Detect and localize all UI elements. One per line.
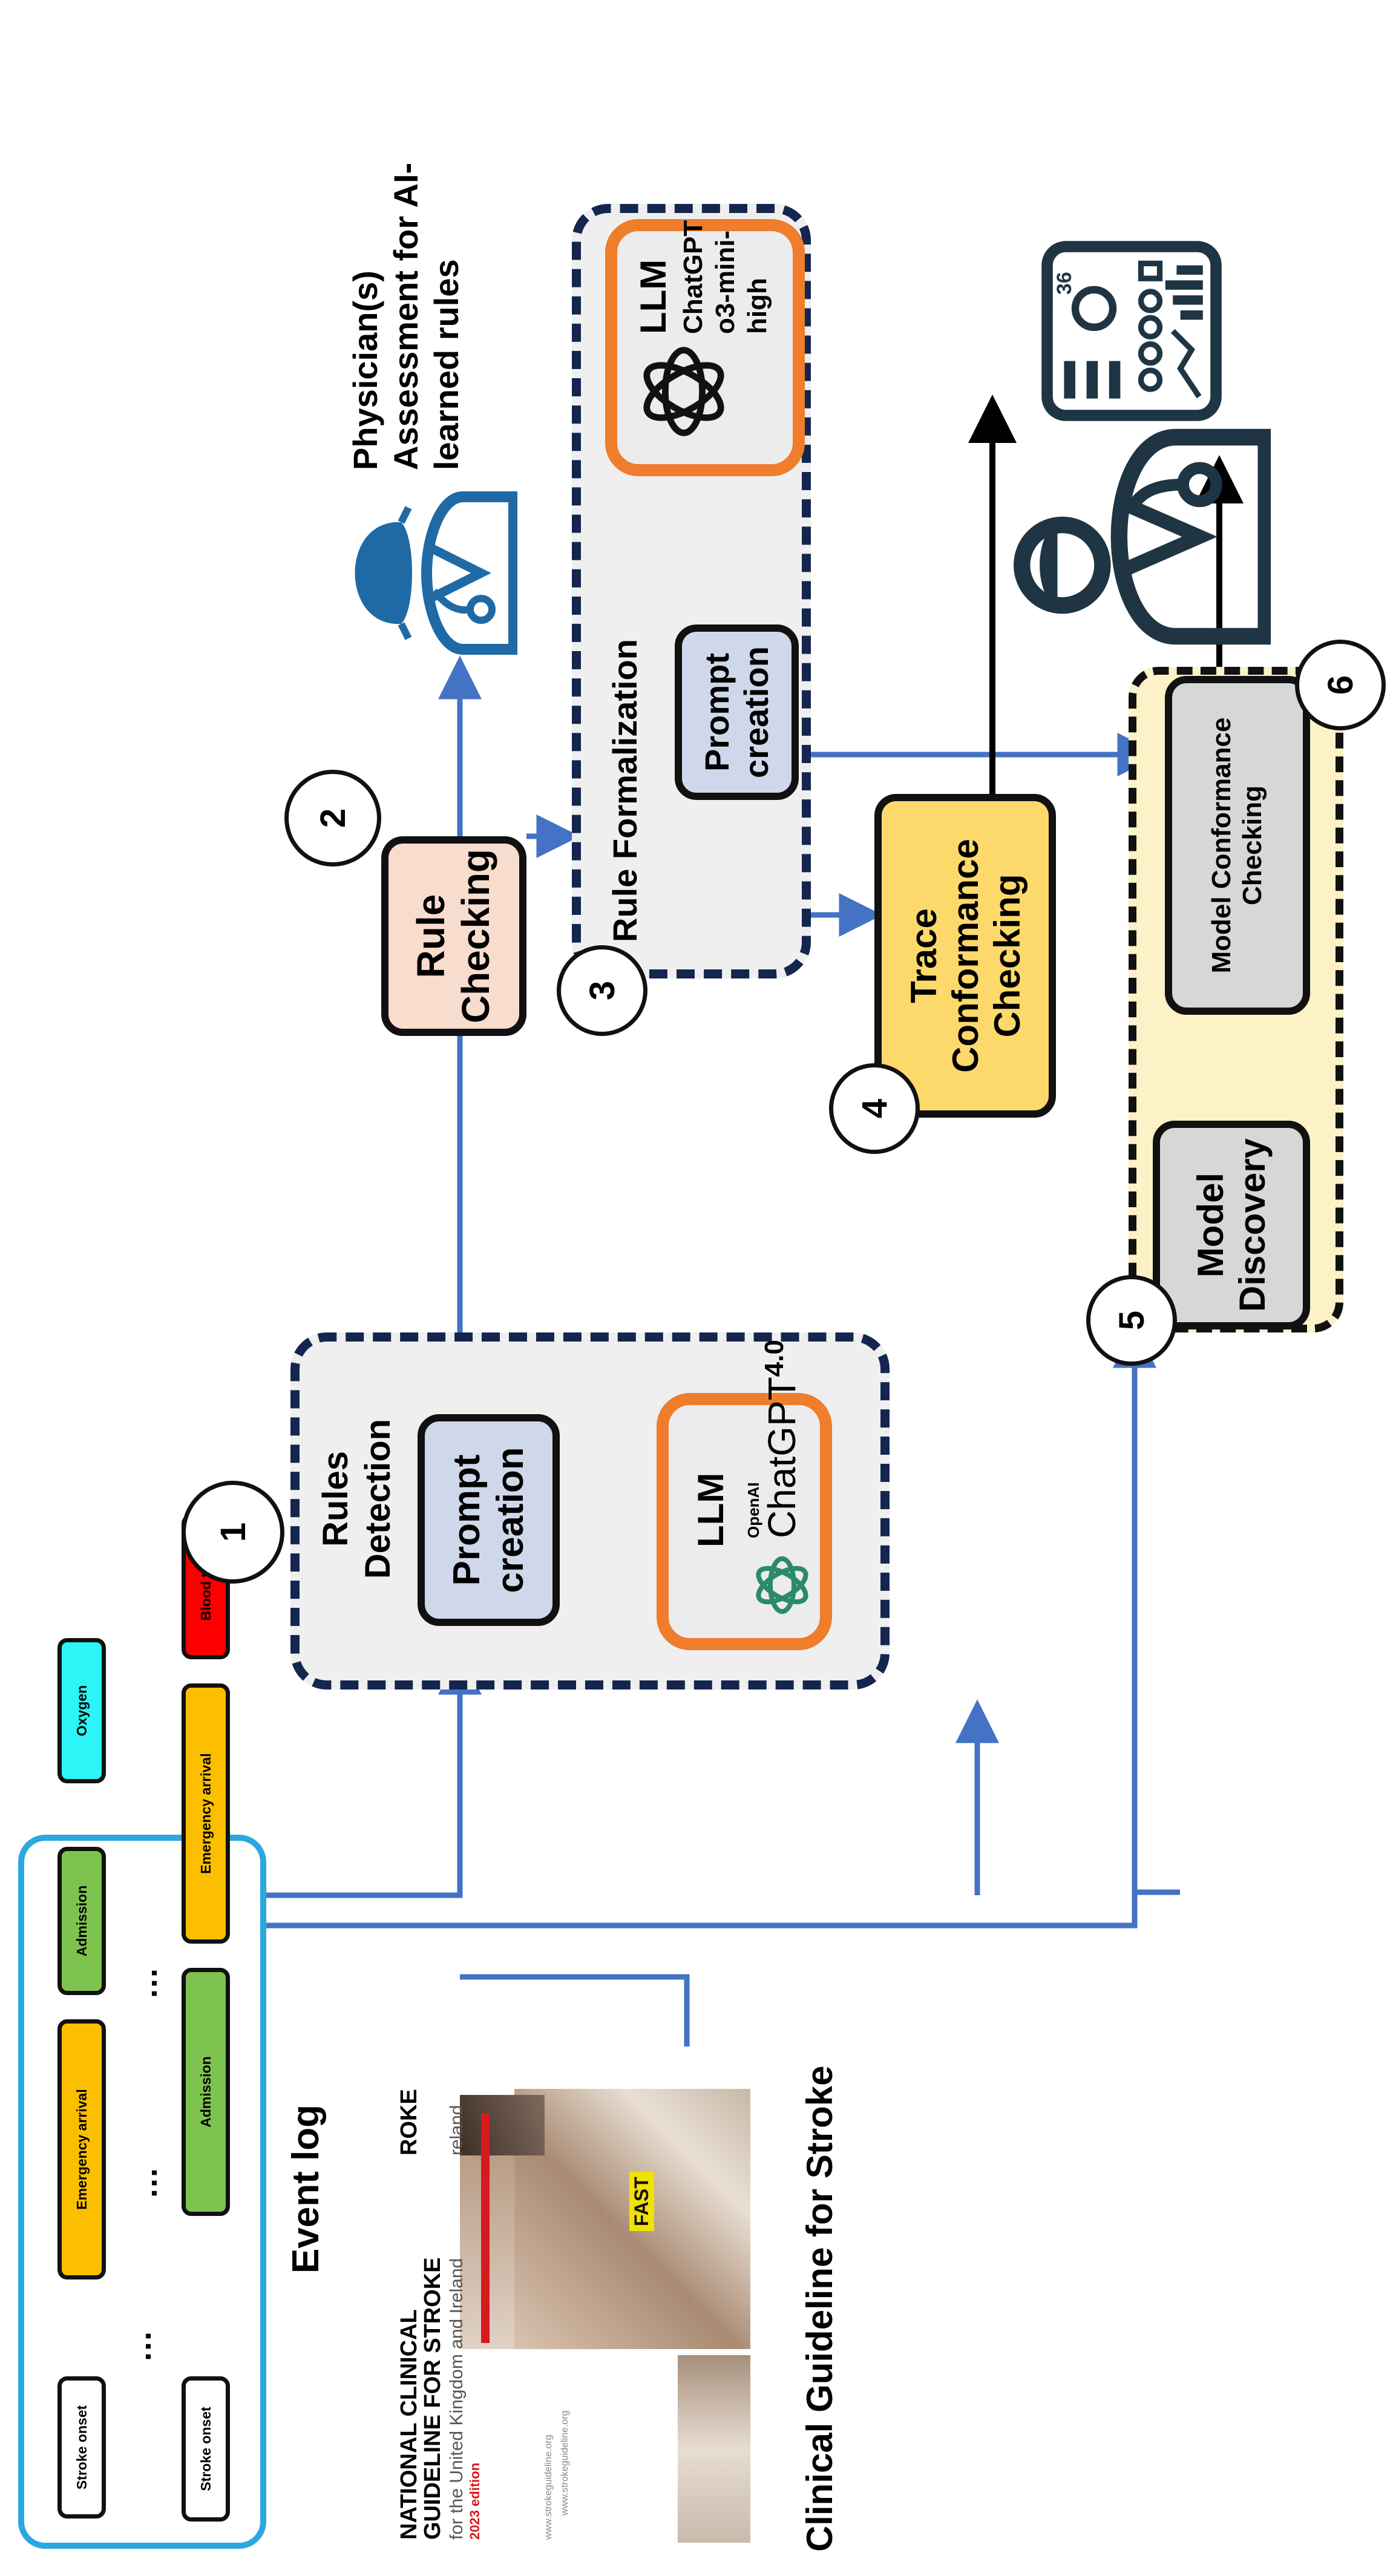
model-discovery-box: Model Discovery xyxy=(1153,1121,1310,1329)
cover-title-2: GUIDELINE FOR STROKE xyxy=(420,2257,445,2540)
guideline-cover: NATIONAL CLINICAL GUIDELINE FOR STROKE f… xyxy=(393,2047,765,2543)
cover-back-subtitle: reland xyxy=(447,2105,467,2155)
chatgpt-label: ChatGPT4.0 xyxy=(759,1340,804,1538)
chatgpt-version: 4.0 xyxy=(759,1340,789,1377)
llm-2-label: LLM xyxy=(633,259,674,334)
badge-4: 4 xyxy=(829,1063,920,1154)
prompt-creation-1: Prompt creation xyxy=(418,1414,560,1626)
cover-edition: 2023 edition xyxy=(467,2462,482,2540)
arrow-log-to-rules xyxy=(266,1889,1180,1929)
event-log-title: Event log xyxy=(285,2104,327,2273)
arrow-log-to-prompt xyxy=(266,1651,482,1898)
ellipsis: ... xyxy=(122,2330,158,2361)
cover-back-url: www.strokeguideline.org xyxy=(560,2410,570,2515)
ellipsis: ... xyxy=(128,1967,164,1998)
cover-back-title: ROKE xyxy=(396,2089,422,2155)
arrow-guideline-to-prompt xyxy=(460,1974,690,2047)
badge-6: 6 xyxy=(1295,640,1386,730)
cover-fast-label: FAST xyxy=(629,2172,654,2231)
badge-5: 5 xyxy=(1086,1275,1177,1366)
event-stroke-onset-2: Stroke onset xyxy=(182,2376,230,2522)
badge-1: 1 xyxy=(182,1481,284,1584)
doctor-icon xyxy=(300,479,519,667)
openai-logo-icon xyxy=(747,1550,817,1620)
cover-photo-right xyxy=(678,2355,750,2543)
doctor-icon xyxy=(986,392,1274,682)
model-conformance-box: Model Conformance Checking xyxy=(1165,676,1310,1015)
cover-red-bar xyxy=(481,2113,490,2343)
cover-subtitle: for the United Kingdom and Ireland xyxy=(447,2258,467,2540)
rules-detection-label: Rules Detection xyxy=(316,1418,398,1579)
rule-formalization-label: Rule Formalization xyxy=(606,639,644,942)
event-emergency-arrival-2: Emergency arrival xyxy=(182,1683,230,1944)
ellipsis: ... xyxy=(128,2166,164,2198)
badge-3: 3 xyxy=(557,945,647,1036)
event-admission-2: Admission xyxy=(182,1968,230,2216)
llm-2-model-label: ChatGPT o3-mini-high xyxy=(678,220,772,334)
chatgpt-name: ChatGPT xyxy=(760,1377,804,1538)
cover-photo-bottom xyxy=(460,2095,545,2155)
event-admission-1: Admission xyxy=(57,1847,106,1995)
physician-dashboard-icon xyxy=(1035,237,1228,425)
event-oxygen: Oxygen xyxy=(57,1638,106,1783)
badge-2: 2 xyxy=(284,770,381,867)
physicians-label: Physician(s) Assessment for AI-learned r… xyxy=(346,162,466,470)
event-emergency-arrival-1: Emergency arrival xyxy=(57,2019,106,2279)
openai-logo-icon xyxy=(629,337,738,446)
dashboard-value: 36 xyxy=(1053,272,1076,295)
guideline-caption: Clinical Guideline for Stroke xyxy=(799,2065,840,2552)
cover-url: www.strokeguideline.org xyxy=(543,2434,554,2540)
rule-checking-box: Rule Checking xyxy=(381,836,526,1036)
llm-1-label: LLM xyxy=(690,1472,731,1547)
prompt-creation-2: Prompt creation xyxy=(675,624,799,800)
trace-conformance-box: Trace Conformance Checking xyxy=(874,794,1056,1118)
event-stroke-onset-1: Stroke onset xyxy=(57,2376,106,2519)
cover-title-1: NATIONAL CLINICAL xyxy=(396,2309,422,2540)
